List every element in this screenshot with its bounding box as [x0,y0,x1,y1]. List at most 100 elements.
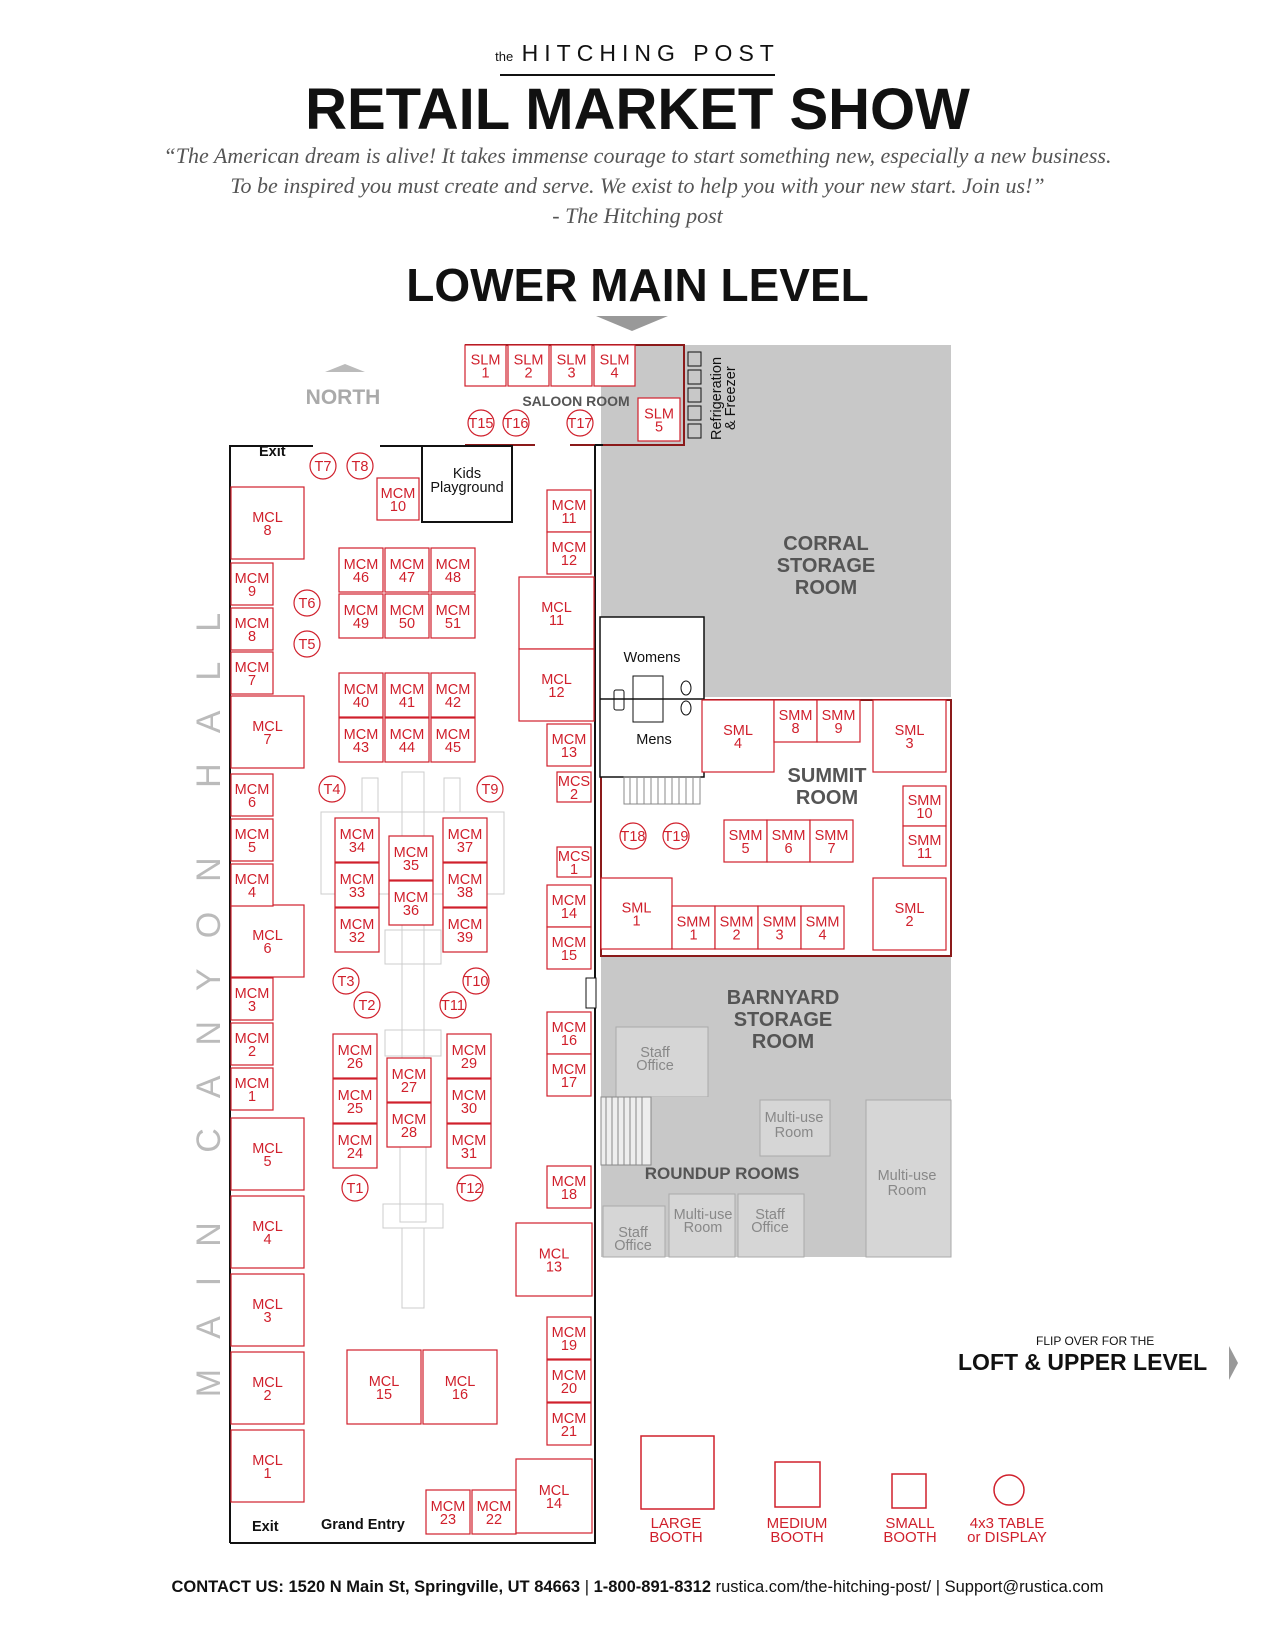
booth-outline[interactable] [442,862,488,908]
booth-outline[interactable] [334,907,380,953]
booth-outline[interactable] [422,1349,498,1425]
booth-outline[interactable] [388,880,434,926]
booth-outline[interactable] [430,593,476,639]
booth-outline[interactable] [637,397,681,442]
booth-outline[interactable] [714,905,759,950]
booth-outline[interactable] [518,648,595,722]
table-circle[interactable] [566,409,594,437]
booth-outline[interactable] [230,977,274,1021]
table-t12[interactable]: T12 [456,1174,484,1202]
booth-outline[interactable] [334,862,380,908]
booth-outline[interactable] [546,1165,592,1209]
table-circle[interactable] [293,589,321,617]
booth-outline[interactable] [902,785,947,827]
booth-outline[interactable] [230,1067,274,1111]
booth-outline[interactable] [230,607,274,651]
booth-outline[interactable] [546,531,592,575]
table-circle[interactable] [332,967,360,995]
table-t8[interactable]: T8 [346,452,374,480]
booth-outline[interactable] [430,717,476,763]
booth-outline[interactable] [442,907,488,953]
flip-arrow-icon[interactable] [1229,1346,1238,1380]
booth-outline[interactable] [507,344,550,387]
booth-outline[interactable] [338,717,384,763]
table-t15[interactable]: T15 [467,409,495,437]
booth-outline[interactable] [230,486,305,560]
booth-outline[interactable] [816,699,861,743]
booth-outline[interactable] [471,1489,517,1535]
booth-outline[interactable] [800,905,845,950]
flip-note-big[interactable]: LOFT & UPPER LEVEL [958,1349,1208,1375]
booth-outline[interactable] [425,1489,471,1535]
table-t6[interactable]: T6 [293,589,321,617]
booth-outline[interactable] [809,819,854,863]
booth-outline[interactable] [230,1195,305,1269]
booth-outline[interactable] [766,819,811,863]
booth-outline[interactable] [902,825,947,867]
booth-outline[interactable] [550,344,593,387]
booth-outline[interactable] [593,344,636,387]
table-circle[interactable] [502,409,530,437]
booth-outline[interactable] [464,344,507,387]
booth-outline[interactable] [446,1123,492,1169]
booth-outline[interactable] [230,562,274,606]
table-circle[interactable] [309,452,337,480]
table-t18[interactable]: T18 [619,822,647,850]
table-circle[interactable] [346,452,374,480]
booth-outline[interactable] [346,1349,422,1425]
booth-outline[interactable] [230,1429,305,1503]
booth-outline[interactable] [556,771,592,803]
table-t11[interactable]: T11 [439,991,467,1019]
booth-outline[interactable] [872,877,947,951]
booth-outline[interactable] [230,1273,305,1347]
booth-outline[interactable] [388,835,434,881]
booth-outline[interactable] [230,1351,305,1425]
booth-outline[interactable] [442,817,488,863]
booth-outline[interactable] [546,723,592,767]
booth-outline[interactable] [230,695,305,769]
booth-outline[interactable] [723,819,768,863]
booth-outline[interactable] [430,547,476,593]
